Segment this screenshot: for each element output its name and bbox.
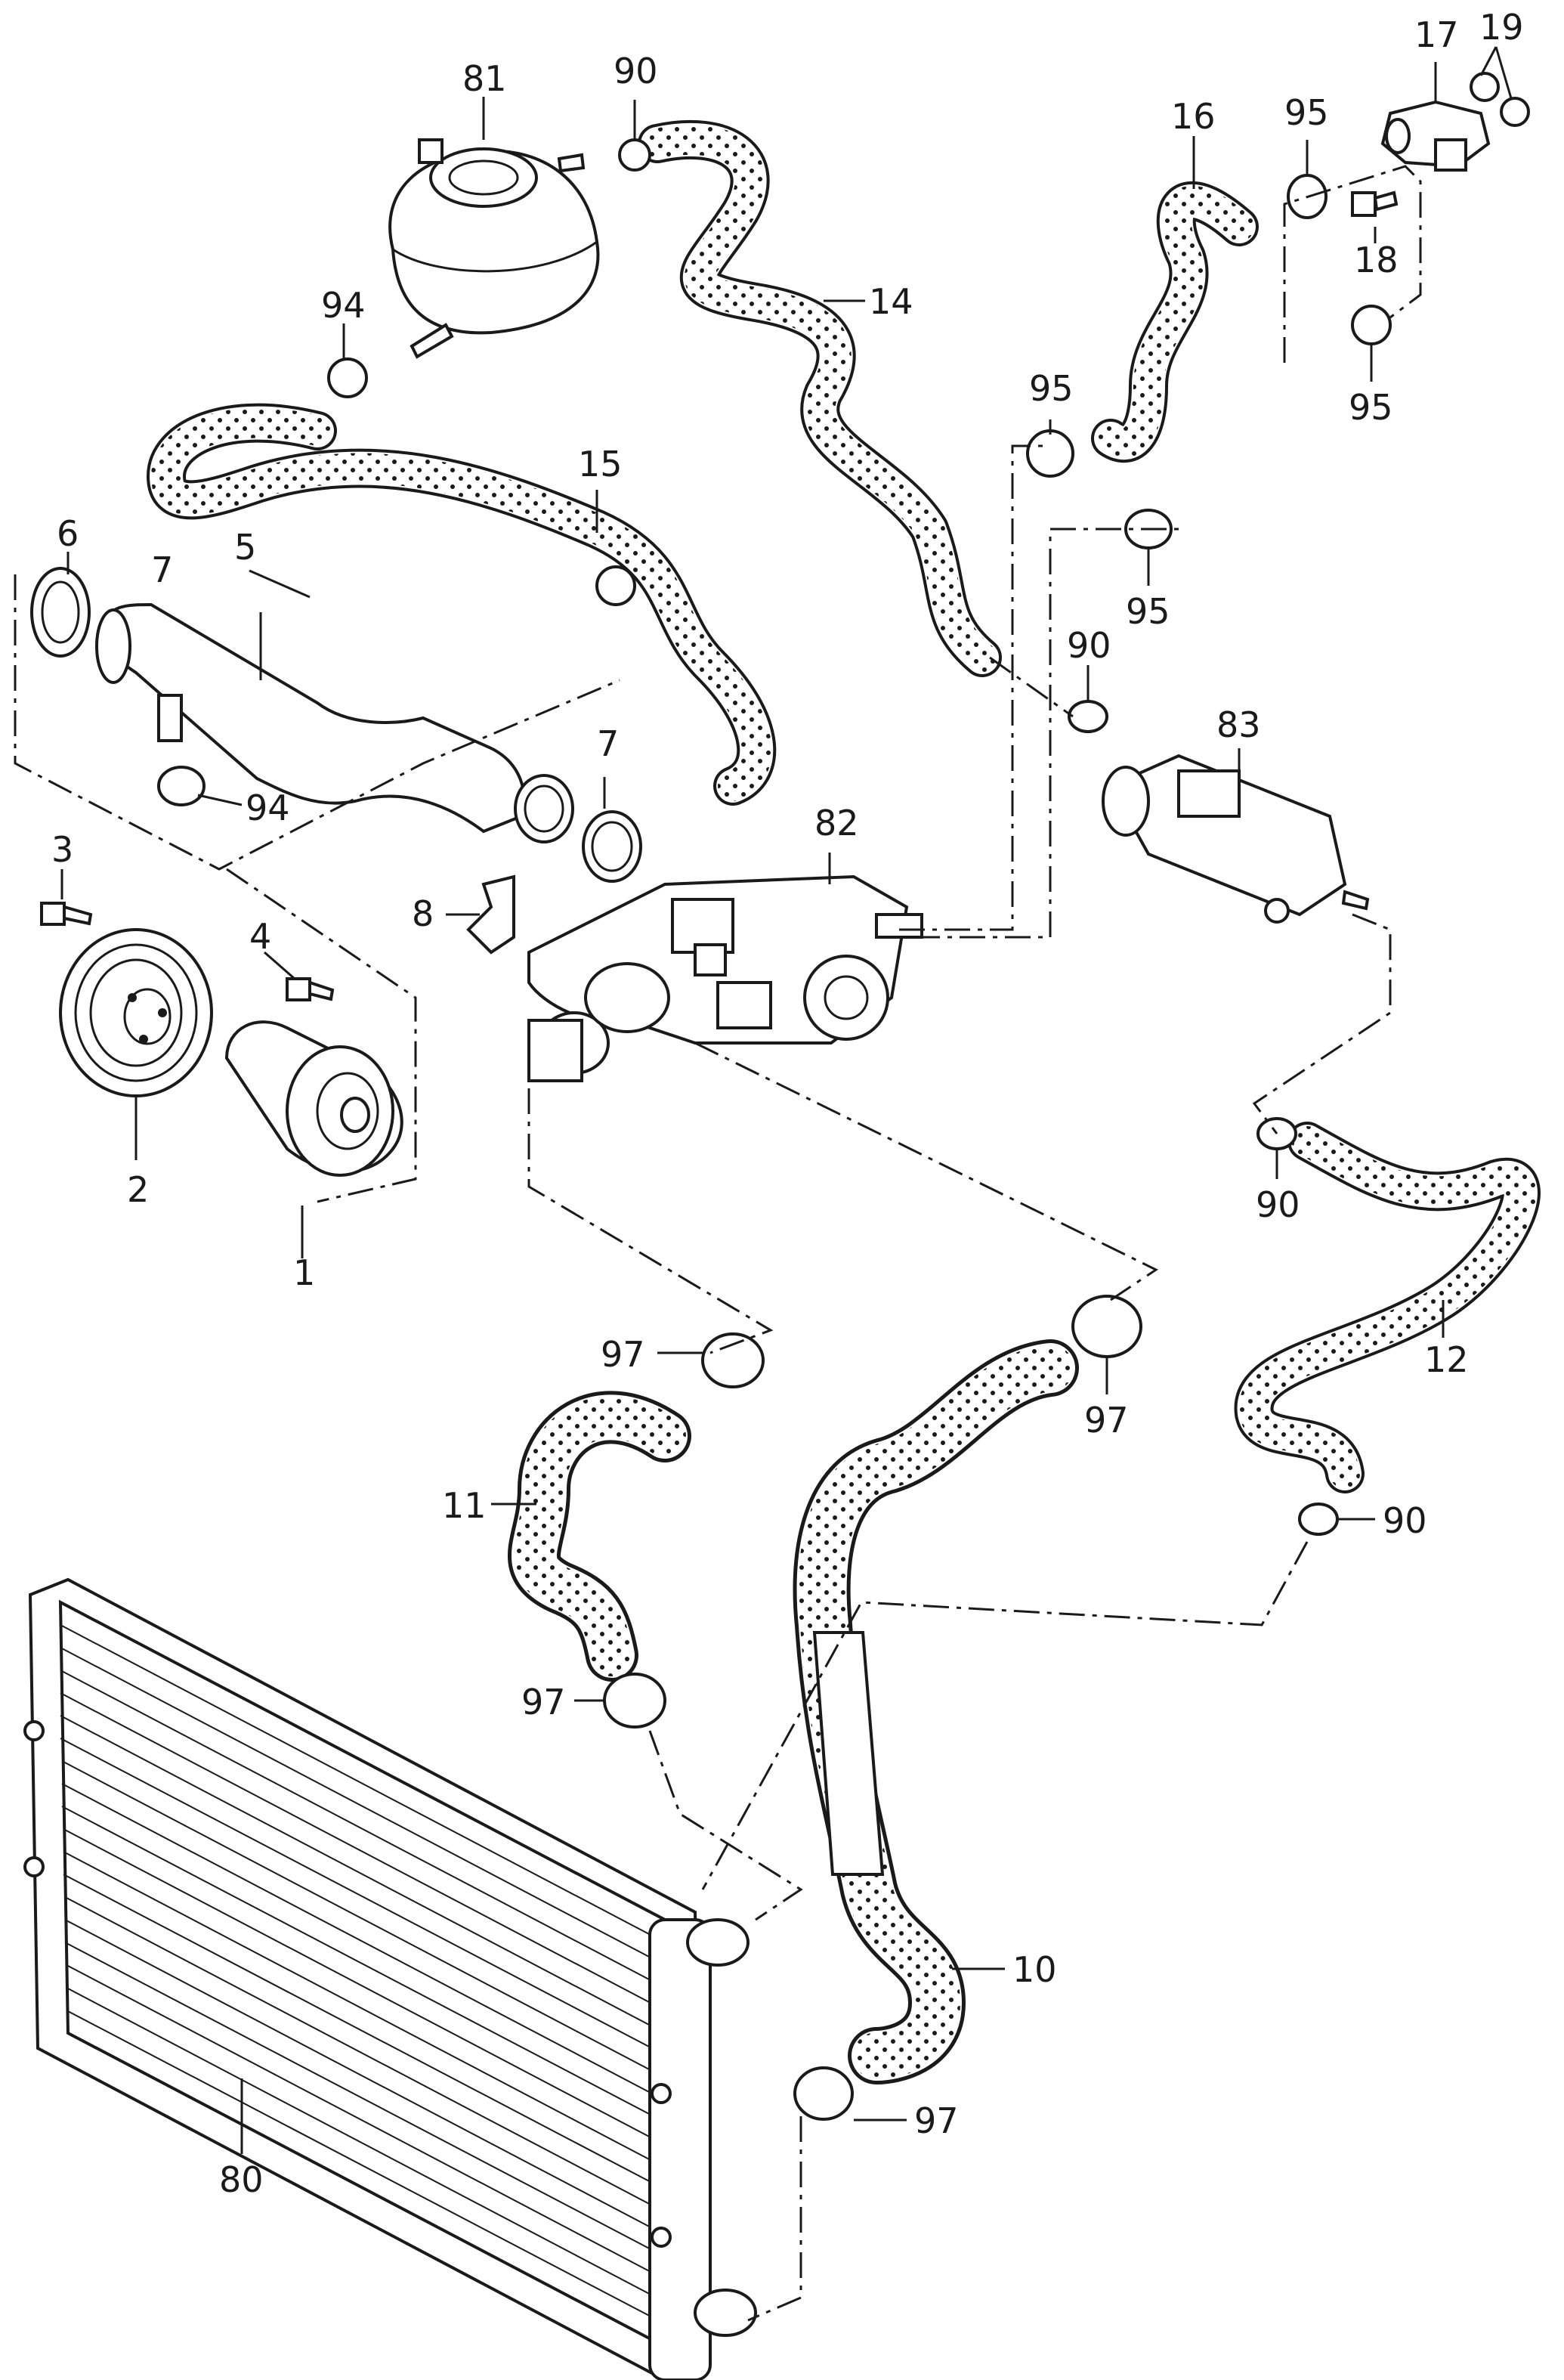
clamp-94a <box>327 357 368 398</box>
hose-clamp-icon <box>157 138 1392 2121</box>
clamp-15 <box>595 565 636 606</box>
coolant-flange-icon <box>1380 100 1491 172</box>
hose-14-icon <box>638 119 1002 677</box>
callout-90: 90 <box>1383 1500 1427 1541</box>
seal-ring-7-icon <box>582 810 642 883</box>
clip-8-icon <box>466 874 515 955</box>
hose-11-icon <box>508 1391 691 1682</box>
callout-10: 10 <box>1012 1949 1057 1990</box>
callout-97: 97 <box>1084 1400 1129 1441</box>
callout-97: 97 <box>521 1682 566 1722</box>
radiator-fins <box>60 1624 673 2329</box>
pulley-icon <box>59 928 213 1097</box>
callout-90: 90 <box>1256 1184 1300 1225</box>
clamp-94b <box>157 766 206 806</box>
callout-7: 7 <box>597 723 619 764</box>
hose-15-icon <box>147 403 777 806</box>
clamp-97b <box>1071 1295 1142 1358</box>
coolant-valve-83-icon <box>1102 754 1370 924</box>
bolt-3-icon <box>40 902 93 926</box>
pump-assembly-icon <box>527 874 923 1082</box>
callout-82: 82 <box>814 803 859 843</box>
clamp-97a <box>701 1332 765 1388</box>
hose-16-icon <box>1091 181 1259 463</box>
callout-97: 97 <box>914 2100 959 2141</box>
callout-97: 97 <box>601 1334 645 1375</box>
clamp-95b <box>1351 305 1392 345</box>
callout-15: 15 <box>578 444 623 484</box>
seal-ring-6-icon <box>30 567 91 658</box>
clamp-97c <box>603 1673 666 1729</box>
callout-5: 5 <box>234 527 256 568</box>
hoses <box>147 119 1541 2084</box>
radiator-icon <box>23 1577 757 2380</box>
clamp-97d <box>793 2066 854 2121</box>
leader-lines <box>60 46 1513 2154</box>
callout-95: 95 <box>1126 591 1170 632</box>
coolant-pipe-5-icon <box>95 602 574 843</box>
callout-12: 12 <box>1424 1339 1469 1380</box>
callout-2: 2 <box>127 1169 149 1210</box>
bolt-4-icon <box>286 977 335 1001</box>
callout-19: 19 <box>1479 7 1524 48</box>
callout-11: 11 <box>442 1485 487 1526</box>
callout-94: 94 <box>246 788 290 828</box>
callout-6: 6 <box>57 513 79 554</box>
callout-8: 8 <box>412 893 434 934</box>
callout-83: 83 <box>1216 704 1261 745</box>
clamp-90d <box>1298 1503 1339 1536</box>
callout-7: 7 <box>151 549 173 590</box>
screw-18-icon <box>1351 190 1399 217</box>
callout-80: 80 <box>219 2159 264 2200</box>
callout-1: 1 <box>293 1252 315 1293</box>
water-pump-icon <box>224 1020 403 1177</box>
callout-3: 3 <box>51 829 73 870</box>
callout-14: 14 <box>869 281 913 322</box>
clamp-95c <box>1026 429 1074 478</box>
callout-4: 4 <box>249 916 271 957</box>
assembly-lines <box>14 165 1422 2322</box>
callout-95: 95 <box>1284 92 1329 133</box>
hose-10-icon <box>793 1339 1079 2084</box>
expansion-tank-icon <box>388 138 600 359</box>
callout-90: 90 <box>1067 625 1111 666</box>
callout-90: 90 <box>614 51 658 91</box>
callout-17: 17 <box>1414 14 1459 55</box>
callout-94: 94 <box>321 285 366 326</box>
callout-81: 81 <box>462 58 507 99</box>
clamp-90b <box>1068 700 1108 733</box>
callout-95: 95 <box>1029 368 1074 409</box>
seal-ring-19-icon <box>1470 72 1530 127</box>
clamp-90a <box>618 138 651 172</box>
callout-18: 18 <box>1354 240 1399 280</box>
callout-16: 16 <box>1171 96 1216 137</box>
callout-95: 95 <box>1349 387 1393 428</box>
callout-labels: 81 90 14 94 15 6 7 5 94 7 82 8 3 4 2 1 1… <box>51 7 1524 2200</box>
